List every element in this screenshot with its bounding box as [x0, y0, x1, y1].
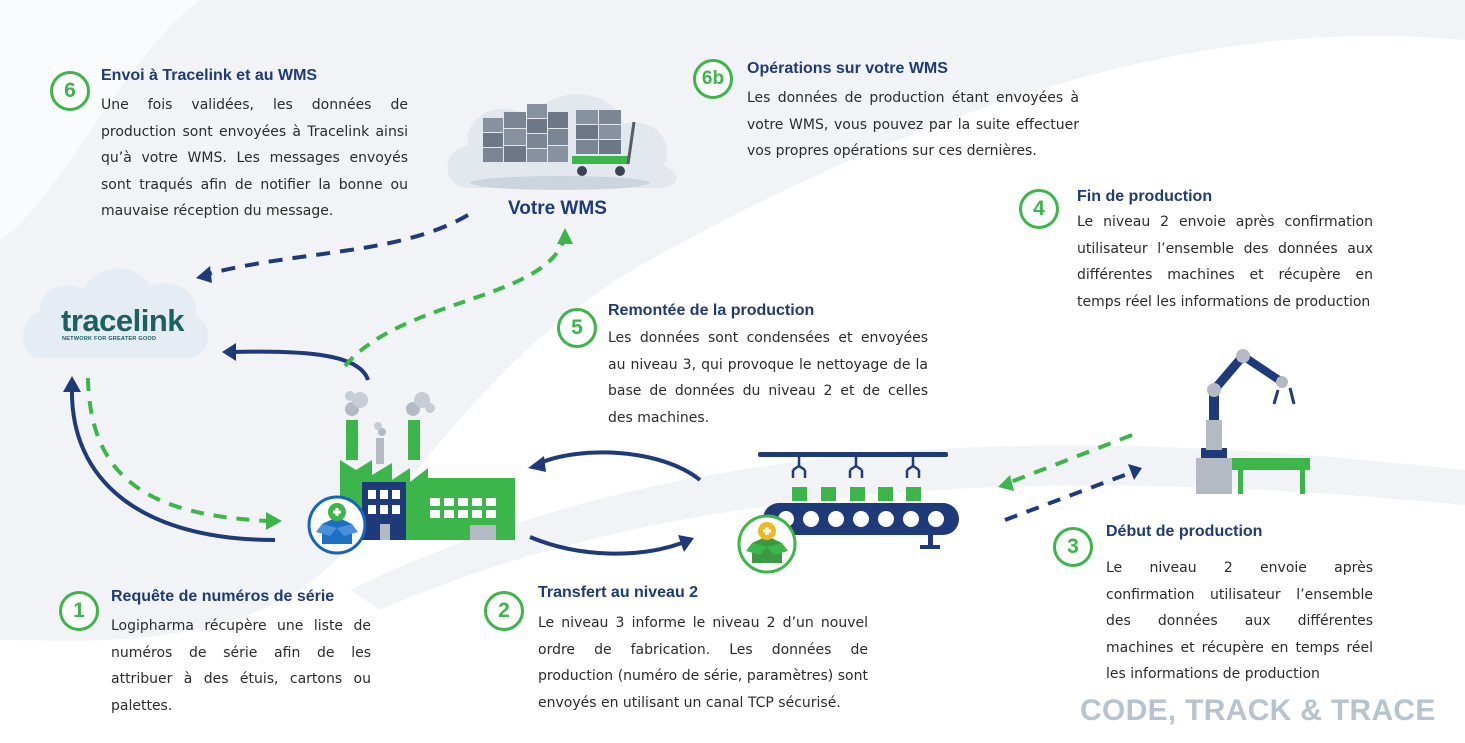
- factory-icon: [340, 391, 515, 540]
- step-badge-4: 4: [1019, 189, 1059, 229]
- arrowhead: [1128, 464, 1142, 480]
- plus-box-icon: [737, 514, 797, 574]
- step-6-description: Une fois validées, les données de produc…: [101, 97, 408, 219]
- step-5-description: Les données sont condensées et envoyées …: [608, 330, 928, 426]
- arrowhead: [998, 475, 1014, 491]
- wms-label: Votre WMS: [508, 198, 607, 219]
- arrowhead: [63, 376, 81, 392]
- step-badge-6b: 6b: [693, 59, 733, 99]
- step-badge-5: 5: [557, 308, 597, 348]
- arrowhead: [678, 535, 694, 552]
- step-badge-3: 3: [1053, 527, 1093, 567]
- step-4-title: Fin de production: [1077, 188, 1213, 205]
- step-6b-title: Opérations sur votre WMS: [747, 60, 948, 77]
- background-swoosh: [350, 445, 1465, 610]
- step-6b-description: Les données de production étant envoyées…: [747, 90, 1079, 159]
- arrowhead: [266, 512, 282, 530]
- step-2-title: Transfert au niveau 2: [538, 584, 699, 601]
- dashed-arrow-tracelink-to-factory: [86, 377, 269, 523]
- step-badge-6: 6: [50, 71, 90, 111]
- tracelink-logo: tracelink: [61, 303, 185, 338]
- step-6-title: Envoi à Tracelink et au WMS: [101, 67, 318, 84]
- brand-tagline: CODE, TRACK & TRACE: [1080, 694, 1436, 727]
- background-swoosh: [0, 0, 200, 240]
- arrow-conveyor-to-factory: [539, 450, 702, 482]
- arrow-factory-to-tracelink: [231, 349, 370, 381]
- step-1-title: Requête de numéros de série: [111, 588, 335, 605]
- step-3-description: Le niveau 2 envoie après confirmation ut…: [1106, 560, 1373, 682]
- robot-arm-icon: [1196, 349, 1310, 494]
- step-2-description: Le niveau 3 informe le niveau 2 d’un nou…: [538, 615, 868, 711]
- step-4-description: Le niveau 2 envoie après confirmation ut…: [1077, 214, 1373, 310]
- arrow-factory-to-conveyor: [529, 535, 683, 556]
- warehouse-boxes-icon: [447, 94, 677, 190]
- arrowhead: [222, 343, 236, 361]
- arrowhead: [557, 228, 573, 244]
- cloud-icon: [22, 268, 208, 358]
- step-5-title: Remontée de la production: [608, 302, 815, 319]
- plus-box-icon: [307, 495, 367, 555]
- step-badge-1: 1: [59, 591, 99, 631]
- step-1-description: Logipharma récupère une liste de numéros…: [111, 618, 371, 714]
- dashed-arrow-factory-to-wms: [343, 241, 565, 368]
- step-badge-2: 2: [484, 591, 524, 631]
- tracelink-tagline: NETWORK FOR GREATER GOOD: [62, 336, 157, 342]
- arrow-factory-to-tracelink-return: [69, 387, 276, 542]
- dashed-arrow-wms-to-tracelink: [207, 213, 470, 276]
- conveyor-icon: [758, 452, 959, 549]
- arrowhead: [528, 456, 546, 472]
- step-3-title: Début de production: [1106, 523, 1263, 540]
- arrowhead: [196, 266, 212, 283]
